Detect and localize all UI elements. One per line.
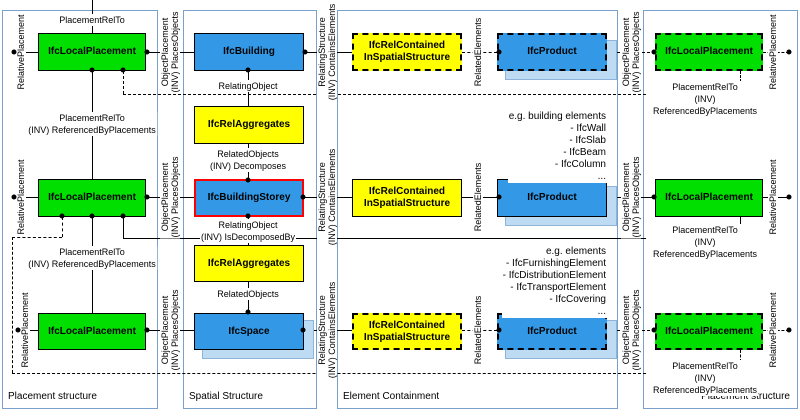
- edge-label-5: RelatingObject (INV) IsDecomposedBy: [199, 219, 297, 243]
- junction-dot-9: [245, 177, 251, 183]
- connector-line-22: [740, 217, 741, 226]
- junction-dot-8: [245, 67, 251, 73]
- junction-dot-11: [144, 194, 150, 200]
- region-spatial-structure-label: Spatial Structure: [189, 391, 263, 402]
- rotated-label-9: RelatedElements: [473, 16, 483, 88]
- rotated-label-10: RelatedElements: [473, 161, 483, 233]
- node-ifc-rel-aggregates-2: IfcRelAggregates: [194, 245, 304, 282]
- junction-dot-2: [302, 49, 308, 55]
- connector-line-9: [123, 94, 646, 95]
- region-element-containment-label: Element Containment: [343, 391, 440, 402]
- connector-line-25: [12, 237, 13, 373]
- node-ifc-product-2: IfcProduct: [497, 179, 607, 217]
- edge-label-4: RelatedObjects (INV) Decomposes: [208, 148, 288, 172]
- connector-line-20: [123, 217, 124, 238]
- node-ifc-building: IfcBuilding: [194, 33, 304, 71]
- junction-dot-16: [59, 213, 65, 219]
- junction-dot-24: [496, 327, 502, 333]
- node-ifc-rel-contained-1: IfcRelContained InSpatialStructure: [352, 33, 462, 71]
- node-ifc-local-placement-product-2: IfcLocalPlacement: [655, 179, 763, 217]
- rotated-label-6: RelatingStructure (INV) ContainsElements: [317, 2, 337, 102]
- junction-dot-15: [786, 194, 792, 200]
- junction-dot-19: [245, 213, 251, 219]
- junction-dot-6: [89, 67, 95, 73]
- connector-line-13: [14, 197, 38, 198]
- junction-dot-0: [11, 49, 17, 55]
- edge-label-0: PlacementRelTo: [58, 14, 126, 26]
- node-ifc-product-3: IfcProduct: [497, 313, 607, 350]
- junction-dot-26: [786, 327, 792, 333]
- rotated-label-0: RelativePlacement: [16, 13, 26, 91]
- rotated-label-4: ObjectPlacement (INV) PlacesObjects: [160, 155, 180, 239]
- node-ifc-local-placement-storey: IfcLocalPlacement: [38, 179, 146, 217]
- junction-dot-18: [120, 213, 126, 219]
- rotated-label-8: RelatingStructure (INV) ContainsElements: [317, 280, 337, 380]
- rotated-label-5: ObjectPlacement (INV) PlacesObjects: [160, 288, 180, 372]
- junction-dot-17: [89, 213, 95, 219]
- node-ifc-space: IfcSpace: [194, 313, 304, 350]
- region-placement-structure-right-label: Placement structure: [701, 391, 790, 402]
- junction-dot-10: [11, 194, 17, 200]
- junction-dot-21: [15, 327, 21, 333]
- connector-line-8: [123, 71, 124, 94]
- rotated-label-1: RelativePlacement: [16, 158, 26, 236]
- region-placement-structure-right: [643, 10, 798, 409]
- junction-dot-12: [300, 194, 306, 200]
- edge-label-10: e.g. building elements - IfcWall - IfcSl…: [507, 111, 607, 183]
- connector-line-23: [62, 217, 63, 237]
- junction-dot-22: [144, 327, 150, 333]
- edge-label-7: PlacementRelTo (INV) ReferencedByPlaceme…: [651, 81, 759, 117]
- node-ifc-product-1: IfcProduct: [497, 33, 607, 71]
- edge-label-8: PlacementRelTo (INV) ReferencedByPlaceme…: [651, 224, 759, 260]
- rotated-label-7: RelatingStructure (INV) ContainsElements: [317, 147, 337, 247]
- junction-dot-5: [786, 49, 792, 55]
- node-ifc-local-placement-space: IfcLocalPlacement: [38, 313, 146, 350]
- region-spatial-structure: [183, 10, 317, 409]
- node-ifc-local-placement-product-1: IfcLocalPlacement: [655, 33, 763, 71]
- edge-label-2: PlacementRelTo (INV) ReferencedByPlaceme…: [27, 246, 157, 270]
- edge-label-9: PlacementRelTo (INV) ReferencedByPlaceme…: [651, 360, 759, 396]
- junction-dot-4: [651, 49, 657, 55]
- connector-line-24: [12, 237, 62, 238]
- junction-dot-25: [651, 327, 657, 333]
- node-ifc-building-storey: IfcBuildingStorey: [194, 179, 304, 217]
- junction-dot-13: [496, 194, 502, 200]
- connector-line-35: [740, 350, 741, 362]
- connector-line-21: [123, 238, 646, 239]
- node-ifc-local-placement-building: IfcLocalPlacement: [38, 33, 146, 71]
- edge-label-1: PlacementRelTo (INV) ReferencedByPlaceme…: [27, 112, 157, 136]
- edge-label-3: RelatingObject: [217, 80, 279, 92]
- rotated-label-14: ObjectPlacement (INV) PlacesObjects: [621, 288, 641, 372]
- connector-line-0: [14, 52, 38, 53]
- node-ifc-rel-aggregates-1: IfcRelAggregates: [194, 106, 304, 144]
- junction-dot-1: [144, 49, 150, 55]
- rotated-label-15: RelativePlacement: [768, 13, 778, 91]
- rotated-label-13: ObjectPlacement (INV) PlacesObjects: [621, 155, 641, 239]
- edge-label-6: RelatedObjects: [216, 288, 280, 300]
- edge-label-11: e.g. elements - IfcFurnishingElement - I…: [501, 246, 607, 318]
- rotated-label-12: ObjectPlacement (INV) PlacesObjects: [621, 10, 641, 94]
- node-ifc-rel-contained-3: IfcRelContained InSpatialStructure: [352, 313, 462, 350]
- region-placement-structure-left: [2, 10, 158, 409]
- rotated-label-17: RelativePlacement: [768, 291, 778, 369]
- node-ifc-local-placement-product-3: IfcLocalPlacement: [655, 313, 763, 350]
- rotated-label-16: RelativePlacement: [768, 158, 778, 236]
- junction-dot-3: [496, 49, 502, 55]
- rotated-label-2: RelativePlacement: [20, 291, 30, 369]
- node-ifc-rel-contained-2: IfcRelContained InSpatialStructure: [352, 179, 462, 217]
- connector-line-10: [740, 71, 741, 82]
- rotated-label-11: RelatedElements: [473, 294, 483, 366]
- junction-dot-23: [300, 327, 306, 333]
- rotated-label-3: ObjectPlacement (INV) PlacesObjects: [160, 10, 180, 94]
- junction-dot-20: [245, 309, 251, 315]
- region-placement-structure-left-label: Placement structure: [8, 391, 97, 402]
- junction-dot-7: [120, 67, 126, 73]
- region-element-containment: [337, 10, 618, 409]
- junction-dot-14: [651, 194, 657, 200]
